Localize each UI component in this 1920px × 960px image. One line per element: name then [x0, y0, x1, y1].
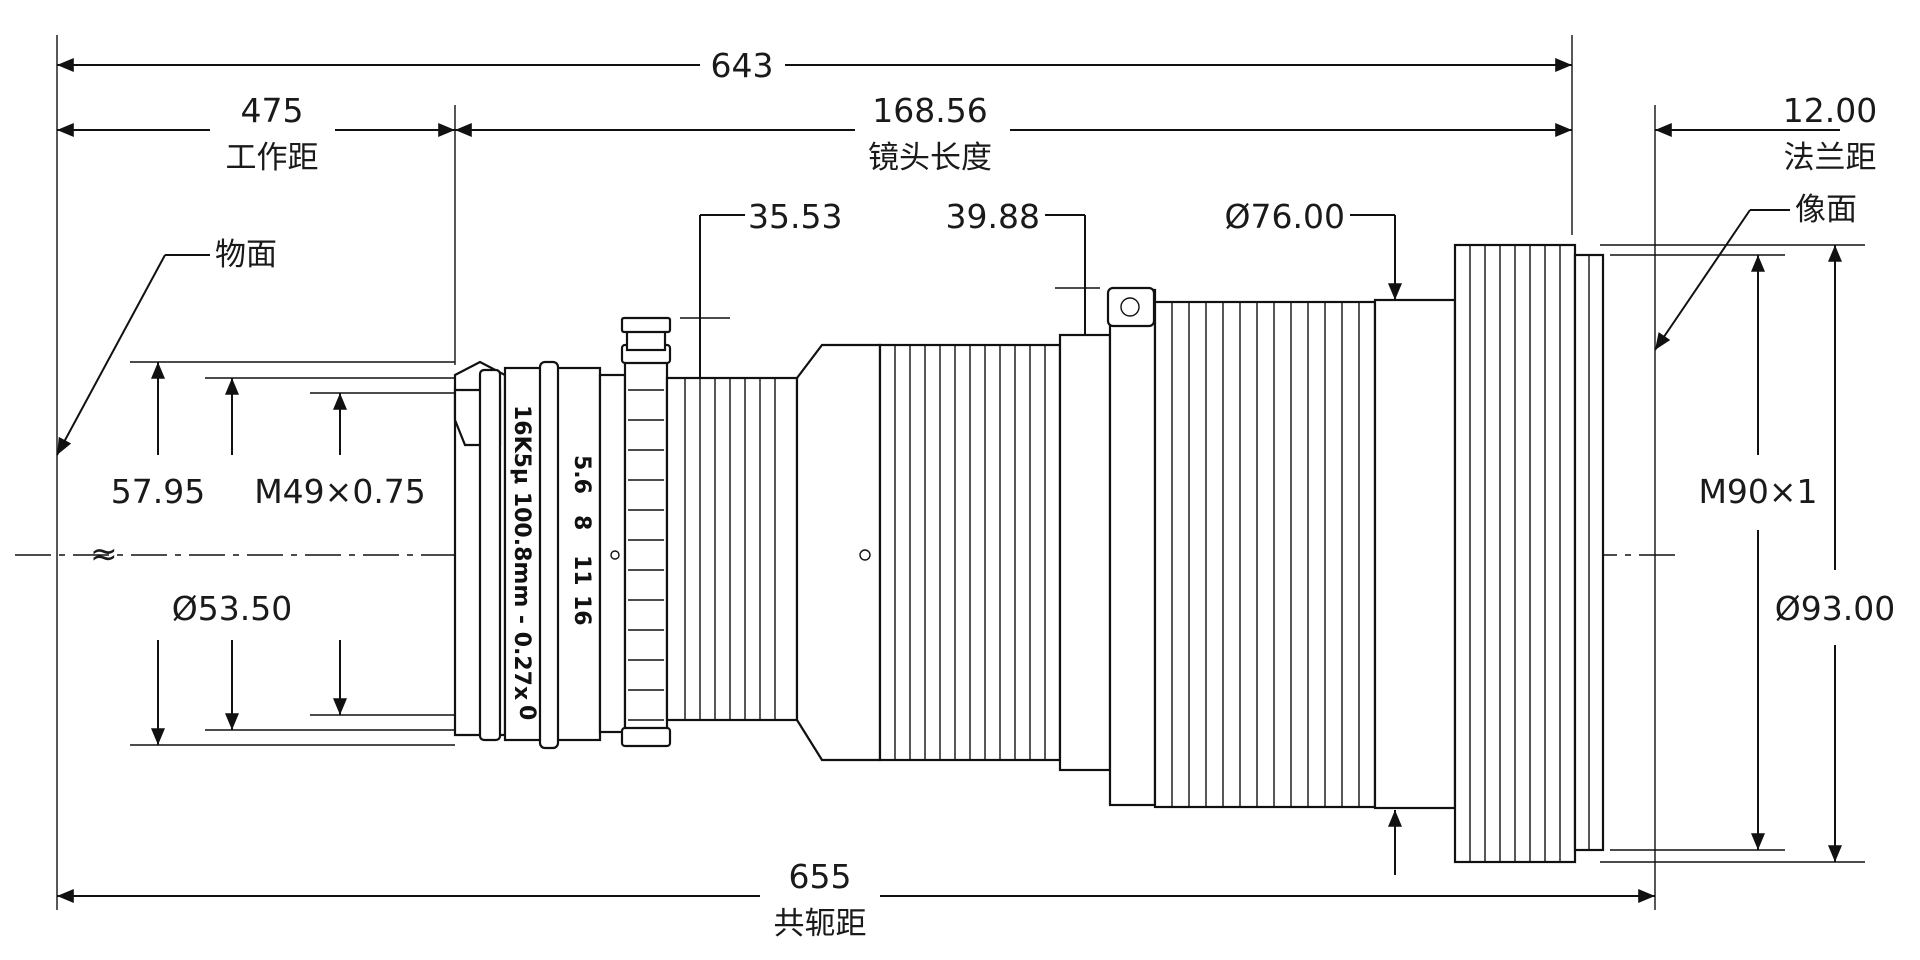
object-plane-leader: 物面 — [56, 237, 277, 456]
dim-57-95: 57.95 — [111, 361, 455, 746]
svg-text:8: 8 — [569, 515, 594, 530]
svg-text:Ø93.00: Ø93.00 — [1775, 589, 1895, 628]
svg-text:法兰距: 法兰距 — [1784, 140, 1877, 176]
svg-text:168.56: 168.56 — [872, 91, 987, 130]
lens-markings: 16K5μ 100.8mm - 0.27x 0 5.6 8 11 16 — [509, 405, 620, 720]
svg-text:16: 16 — [569, 595, 594, 626]
approx-symbol: ≈ — [90, 534, 118, 573]
svg-text:0: 0 — [514, 705, 539, 720]
dim-thread-front: M49×0.75 — [254, 392, 455, 716]
svg-text:镜头长度: 镜头长度 — [868, 140, 992, 176]
dim-lens-length: 168.56 镜头长度 — [454, 91, 1572, 176]
svg-text:11: 11 — [569, 555, 594, 586]
svg-text:5.6: 5.6 — [569, 455, 594, 494]
svg-text:655: 655 — [789, 857, 852, 896]
lens-body — [453, 243, 1605, 864]
svg-text:M49×0.75: M49×0.75 — [254, 472, 426, 511]
dim-thread-rear: M90×1 — [1610, 254, 1818, 851]
svg-text:39.88: 39.88 — [946, 197, 1040, 236]
svg-text:475: 475 — [241, 91, 304, 130]
dim-dia-76: Ø76.00 — [1225, 197, 1402, 875]
svg-text:工作距: 工作距 — [226, 140, 319, 176]
dim-dia-93: Ø93.00 — [1600, 244, 1895, 863]
dim-643: 643 — [57, 46, 1572, 85]
svg-text:M90×1: M90×1 — [1698, 472, 1817, 511]
svg-text:643: 643 — [711, 46, 774, 85]
svg-text:Ø76.00: Ø76.00 — [1225, 197, 1345, 236]
svg-text:Ø53.50: Ø53.50 — [172, 589, 292, 628]
image-plane-leader: 像面 — [1654, 192, 1857, 351]
svg-text:35.53: 35.53 — [748, 197, 842, 236]
svg-text:物面: 物面 — [215, 237, 277, 273]
dim-39-88: 39.88 — [946, 197, 1100, 555]
svg-text:共轭距: 共轭距 — [774, 906, 867, 942]
svg-text:57.95: 57.95 — [111, 472, 205, 511]
svg-text:像面: 像面 — [1795, 192, 1857, 228]
svg-text:12.00: 12.00 — [1783, 91, 1877, 130]
svg-text:16K5μ 100.8mm - 0.27x: 16K5μ 100.8mm - 0.27x — [509, 405, 534, 700]
dim-655: 655 共轭距 — [57, 857, 1655, 942]
dim-dia-53-50: Ø53.50 — [172, 377, 455, 731]
extension-lines — [56, 35, 1656, 910]
dim-flange-distance: 12.00 法兰距 — [1655, 91, 1877, 176]
dim-working-distance: 475 工作距 — [57, 91, 456, 176]
